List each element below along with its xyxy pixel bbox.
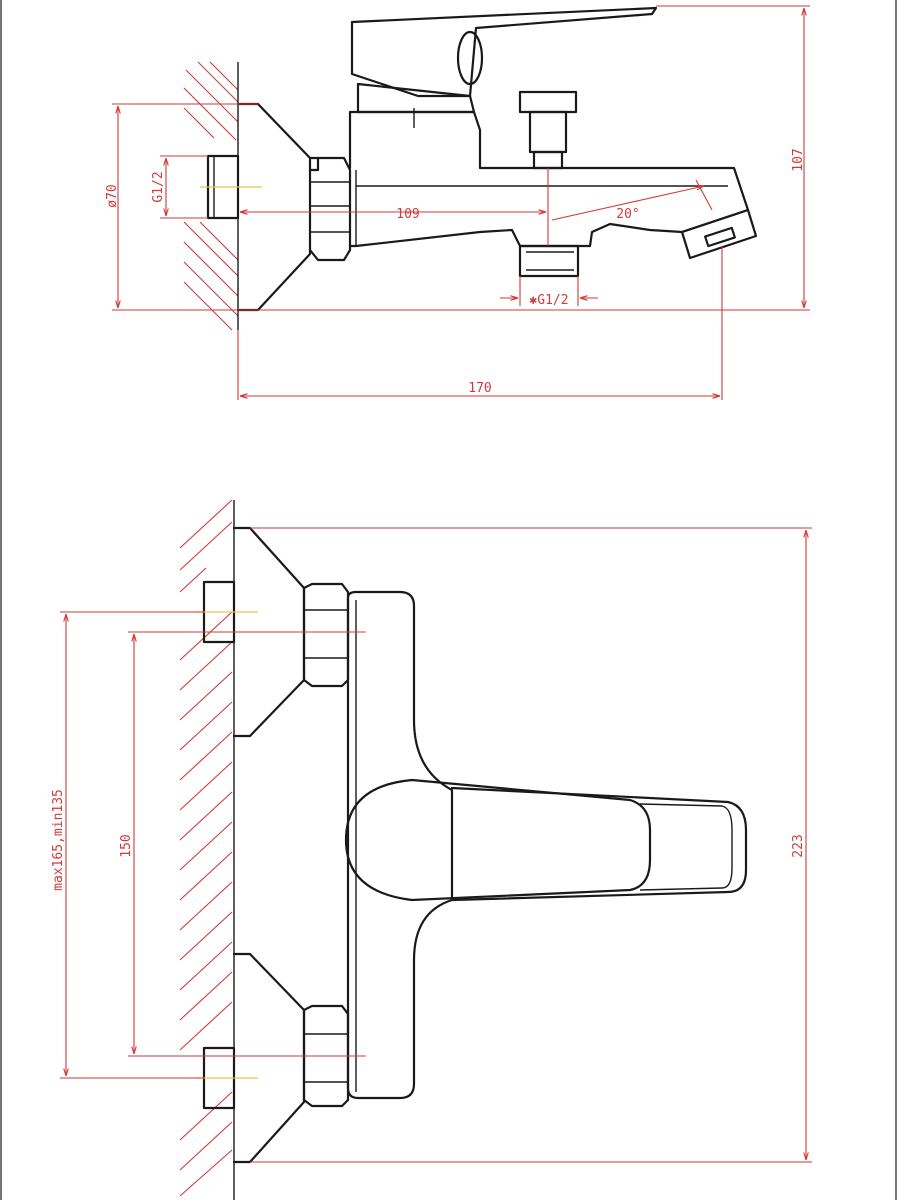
spout-aerator	[680, 208, 758, 260]
nut-bottom	[302, 1004, 350, 1108]
dim-adjust-range: max165,min135	[51, 789, 66, 891]
lever-handle-front	[344, 778, 652, 902]
dim-outlet-thread: ✱G1/2	[529, 293, 568, 308]
front-dimensions: max165,min135 150 223	[51, 527, 812, 1163]
dim-spout-angle: 20°	[616, 207, 639, 222]
diverter-knob	[518, 90, 578, 114]
wall-hatching-front	[179, 499, 233, 1197]
lever-handle	[350, 6, 658, 98]
dim-centre-to-outlet: 109	[396, 207, 419, 222]
dim-flange-diameter: ø70	[105, 184, 120, 207]
side-view: 107 ø70 G1/2 109 20° ✱G1/2	[105, 5, 810, 400]
side-dimensions: 107 ø70 G1/2 109 20° ✱G1/2	[105, 5, 810, 400]
escutcheon	[236, 102, 312, 312]
mixer-body-front	[346, 590, 454, 1100]
escutcheon-bottom	[232, 952, 306, 1164]
dim-height: 107	[791, 148, 806, 171]
dim-overall-length: 170	[468, 381, 491, 396]
dim-overall-height: 223	[791, 834, 806, 857]
mixer-body	[348, 110, 750, 248]
hex-nut	[308, 156, 352, 262]
outlet-connector	[518, 244, 580, 278]
front-view: max165,min135 150 223	[51, 499, 812, 1200]
wall-hatching-top	[183, 61, 239, 331]
dim-centres: 150	[119, 834, 134, 857]
nut-top	[302, 582, 350, 688]
dim-inlet-thread: G1/2	[151, 171, 166, 202]
